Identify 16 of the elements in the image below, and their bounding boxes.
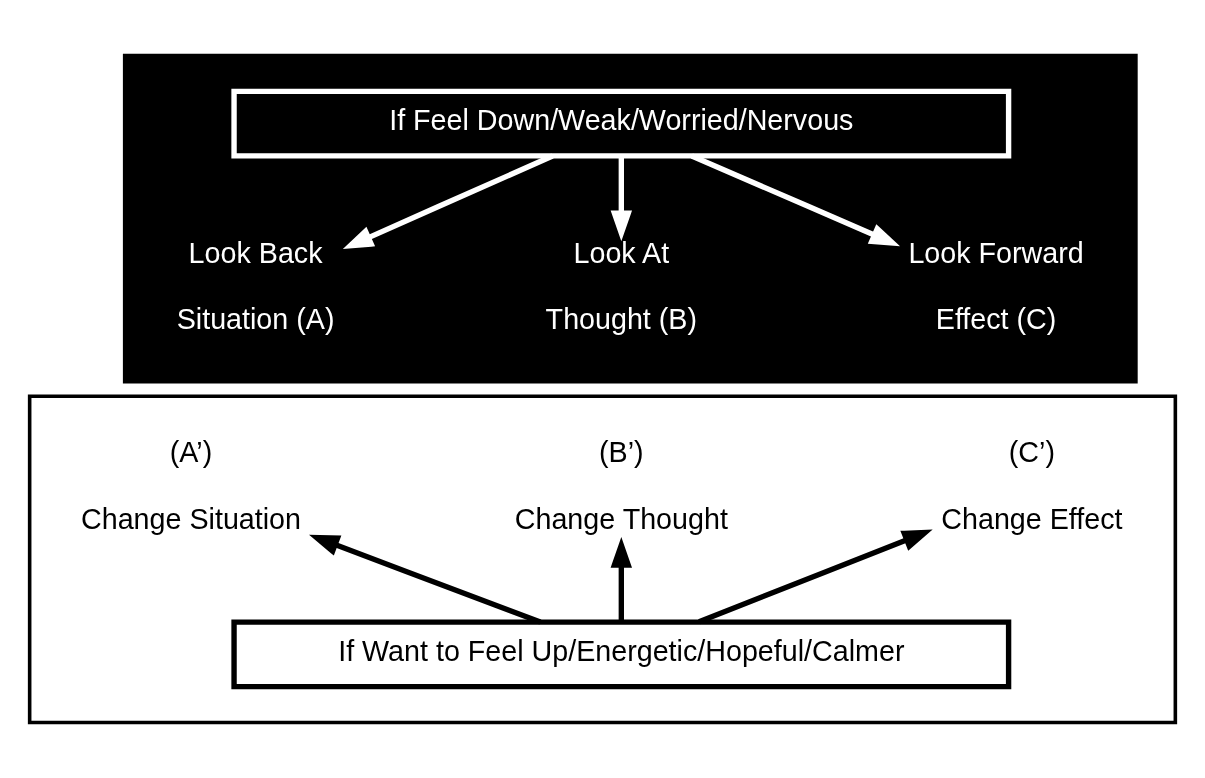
arrow xyxy=(698,529,933,625)
arrow xyxy=(342,153,554,249)
node-text: (B’) Change Thought xyxy=(514,436,728,535)
arrow xyxy=(610,537,633,622)
node-text: Look Forward Effect (C) xyxy=(908,237,1084,336)
arrow xyxy=(610,155,633,242)
node-text: Look Back Situation (A) xyxy=(176,237,335,336)
node-box: If Feel Down/Weak/Worried/Nervous xyxy=(231,88,1012,159)
node-text: (C’) Change Effect xyxy=(941,436,1123,535)
arrow xyxy=(690,153,901,247)
arrow xyxy=(309,534,542,625)
node-box: If Want to Feel Up/Energetic/Hopeful/Calmer xyxy=(231,619,1012,690)
cluster xyxy=(122,53,1138,384)
node-text: Look At Thought (B) xyxy=(545,237,698,336)
cluster xyxy=(27,394,1178,725)
node-text: (A’) Change Situation xyxy=(81,436,302,535)
